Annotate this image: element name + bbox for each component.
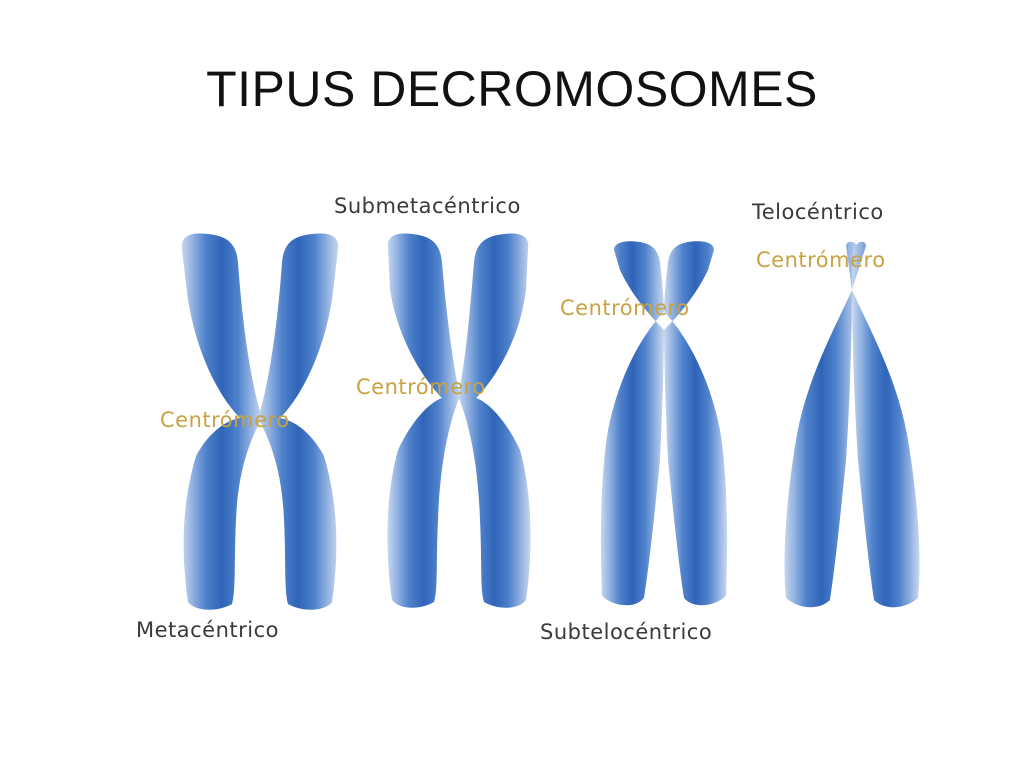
submetacentric-left-chromatid xyxy=(387,233,460,608)
submetacentric-label: Submetacéntrico xyxy=(334,194,521,218)
metacentric-left-chromatid xyxy=(181,233,262,610)
submetacentric-centromere-label: Centrómero xyxy=(356,375,486,399)
slide-title: TIPUS DECROMOSOMES xyxy=(206,61,818,117)
telocentric-centromere-label: Centrómero xyxy=(756,248,886,272)
metacentric-right-chromatid xyxy=(258,233,339,610)
metacentric-label: Metacéntrico xyxy=(136,618,280,642)
telocentric-left-chromatid xyxy=(784,241,858,608)
subtelocentric-label: Subtelocéntrico xyxy=(540,620,713,644)
submetacentric-chromosome xyxy=(387,233,531,608)
subtelocentric-left-chromatid xyxy=(600,241,664,606)
subtelocentric-right-chromatid xyxy=(664,241,728,606)
subtelocentric-chromosome xyxy=(600,241,728,606)
telocentric-right-chromatid xyxy=(852,241,920,608)
subtelocentric-centromere-label: Centrómero xyxy=(560,296,690,320)
telocentric-chromosome xyxy=(784,241,920,608)
metacentric-centromere-label: Centrómero xyxy=(160,408,290,432)
telocentric-label: Telocéntrico xyxy=(752,200,884,224)
metacentric-chromosome xyxy=(181,233,339,610)
submetacentric-right-chromatid xyxy=(458,233,531,608)
